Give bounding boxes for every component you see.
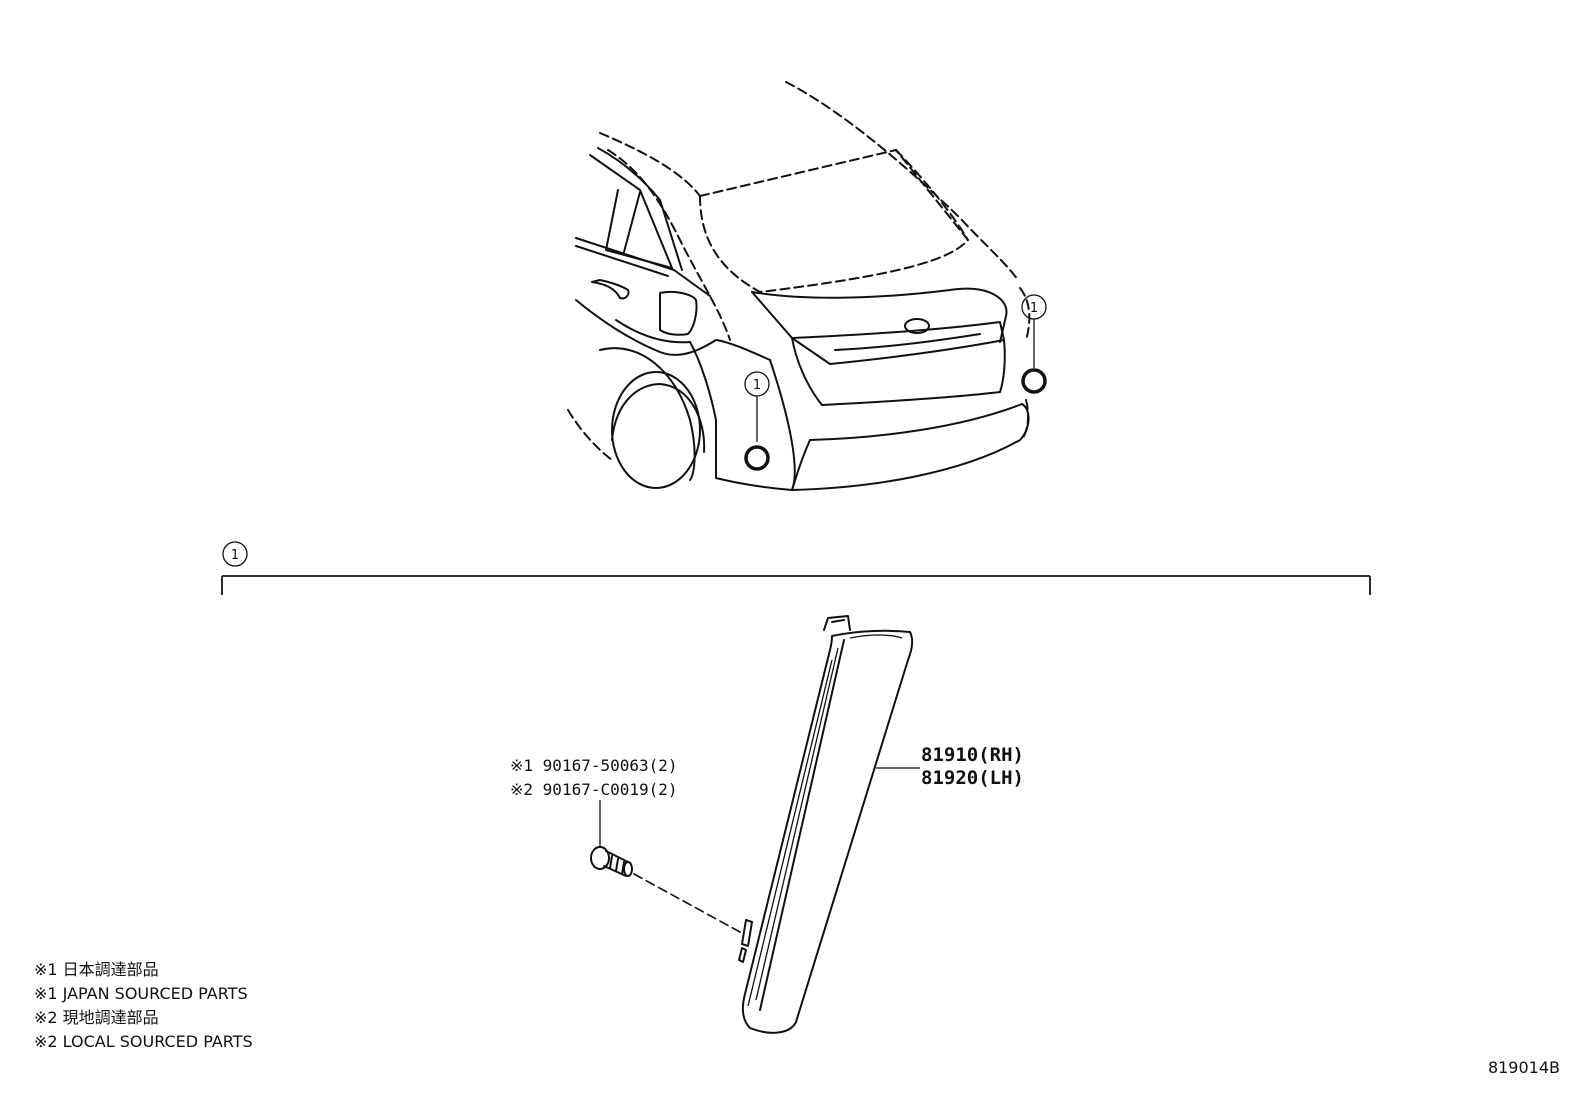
note-local-sourced-jp: ※2 現地調達部品 [34, 1008, 159, 1027]
note-japan-sourced-jp: ※1 日本調達部品 [34, 960, 159, 979]
part-number-rh: 81910(RH) [921, 744, 1024, 766]
callout-right-reflector: 1 [1021, 294, 1047, 394]
svg-text:1: 1 [1030, 301, 1038, 316]
bolt-part-number-japan: ※1 90167-50063(2) [510, 756, 678, 775]
bolt-fastener [590, 800, 741, 933]
note-japan-sourced-en: ※1 JAPAN SOURCED PARTS [34, 984, 248, 1003]
reflector-location-marker-left [744, 445, 770, 471]
reflector-location-marker-right [1021, 368, 1047, 394]
part-number-lh: 81920(LH) [921, 767, 1024, 789]
diagram-id: 819014B [1488, 1058, 1560, 1077]
vehicle-rear-illustration [567, 81, 1031, 491]
bolt-part-number-local: ※2 90167-C0019(2) [510, 780, 678, 799]
rear-reflector-part [738, 615, 914, 1034]
callout-left-reflector: 1 [744, 371, 770, 471]
section-bracket: 1 [221, 541, 1371, 595]
svg-text:1: 1 [753, 378, 761, 393]
note-local-sourced-en: ※2 LOCAL SOURCED PARTS [34, 1032, 253, 1051]
svg-text:1: 1 [231, 548, 239, 563]
